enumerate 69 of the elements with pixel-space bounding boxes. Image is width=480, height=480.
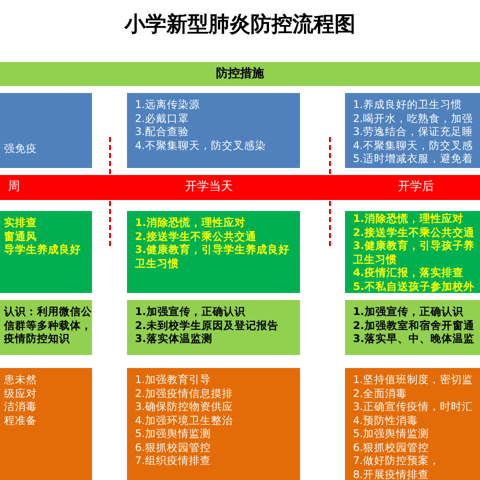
list-item: 3.确保防控物资供应 <box>135 401 234 414</box>
list-item: 洁消毒 <box>4 401 38 414</box>
list-item: 1.坚持值班制度，密切监 <box>353 374 474 388</box>
list-item: 2.加强教室和宿舍开窗通 <box>353 320 476 332</box>
list-item: 6.狠抓校园管控 <box>135 442 212 455</box>
list-item: 8.开展疫情排查 <box>353 468 430 480</box>
phase-label: 周 <box>8 180 20 194</box>
text-box <box>127 93 300 168</box>
list-item: 1.远离传染源 <box>135 99 202 112</box>
header-bar <box>0 62 480 86</box>
list-item: 窗通风 <box>4 230 38 244</box>
list-item: 3.配合查验 <box>135 126 190 140</box>
list-item: 实排查 <box>4 217 38 230</box>
text-box <box>345 211 480 293</box>
text-box <box>0 368 92 480</box>
list-item: 3.正确宣传疫情，时时汇 <box>353 401 474 414</box>
diagram-title: 小学新型肺炎防控流程图 <box>123 10 356 38</box>
list-item: 4.加强环境卫生整治 <box>135 414 234 428</box>
text-box <box>127 300 300 355</box>
list-item: 疫情防控知识 <box>4 333 71 346</box>
list-item: 1.加强宣传，正确认识 <box>135 306 246 320</box>
list-item: 4.不聚集聊天，防交叉感染 <box>135 140 268 153</box>
list-item: 强免疫 <box>4 143 38 156</box>
list-item: 6.狠抓校园管控 <box>353 442 430 455</box>
text-box <box>0 300 92 355</box>
phase-label: 开学当天 <box>185 180 233 194</box>
phase-bar <box>0 175 480 200</box>
list-item: 导学生养成良好 <box>4 244 82 258</box>
list-item: 2.接送学生不乘公共交通 <box>353 226 476 240</box>
list-item: 4.不聚集聊天，防交叉感 <box>353 140 474 153</box>
text-box <box>127 368 300 480</box>
list-item: 5.加强舆情监测 <box>353 428 430 442</box>
list-item: 2.全面消毒 <box>353 388 408 401</box>
list-item: 7.组织疫情排查 <box>135 455 212 468</box>
list-item: 5.适时增减衣服，避免着 <box>353 153 474 166</box>
text-box <box>345 93 480 168</box>
list-item: 5.加强舆情监测 <box>135 428 212 442</box>
list-item: 3.劳逸结合，保证充足睡 <box>353 126 474 140</box>
list-item: 级应对 <box>4 388 38 401</box>
text-box <box>0 93 92 168</box>
list-item: 1.消除恐慌，理性应对 <box>135 217 246 230</box>
list-item: 1.加强宣传，正确认识 <box>353 306 464 320</box>
text-box <box>345 300 480 355</box>
list-item: 5.不私自送孩子参加校外 <box>353 280 476 293</box>
list-item: 1.消除恐慌，理性应对 <box>353 213 464 226</box>
text-box <box>345 368 480 480</box>
list-item: 2.加强疫情信息摸排 <box>135 388 234 401</box>
list-item: 2.必戴口罩 <box>135 112 190 126</box>
list-item: 2.未到校学生原因及登记报告 <box>135 320 280 332</box>
list-item: 认识：利用微信公 <box>4 306 90 320</box>
list-item: 4.预防性消毒 <box>353 414 420 428</box>
list-item: 3.落实体温监测 <box>135 333 214 346</box>
list-item: 程准备 <box>4 414 38 428</box>
list-item: 3.落实早、中、晚体温监 <box>353 333 476 346</box>
list-item: 4.疫情汇报，落实排查 <box>353 267 464 280</box>
list-item: 患未然 <box>4 374 38 388</box>
list-item: 卫生习惯 <box>353 254 398 267</box>
list-item: 1.加强教育引导 <box>135 374 212 388</box>
list-item: 2.喝开水，吃熟食，加强 <box>353 112 474 126</box>
list-item: 3.健康教育，引导孩子养 <box>353 240 476 254</box>
list-item: 1.养成良好的卫生习惯 <box>353 99 464 112</box>
list-item: 信群等多种载体， <box>4 320 90 333</box>
text-box <box>0 211 92 293</box>
list-item: 3.健康教育，引导学生养成良好卫生习惯 <box>135 244 290 271</box>
list-item: 7.做好防控预案， <box>353 455 442 468</box>
text-box <box>127 211 300 293</box>
list-item: 2.接送学生不乘公共交通 <box>135 230 258 244</box>
phase-label: 开学后 <box>398 180 434 194</box>
heading-text: 防控措施 <box>215 67 265 80</box>
